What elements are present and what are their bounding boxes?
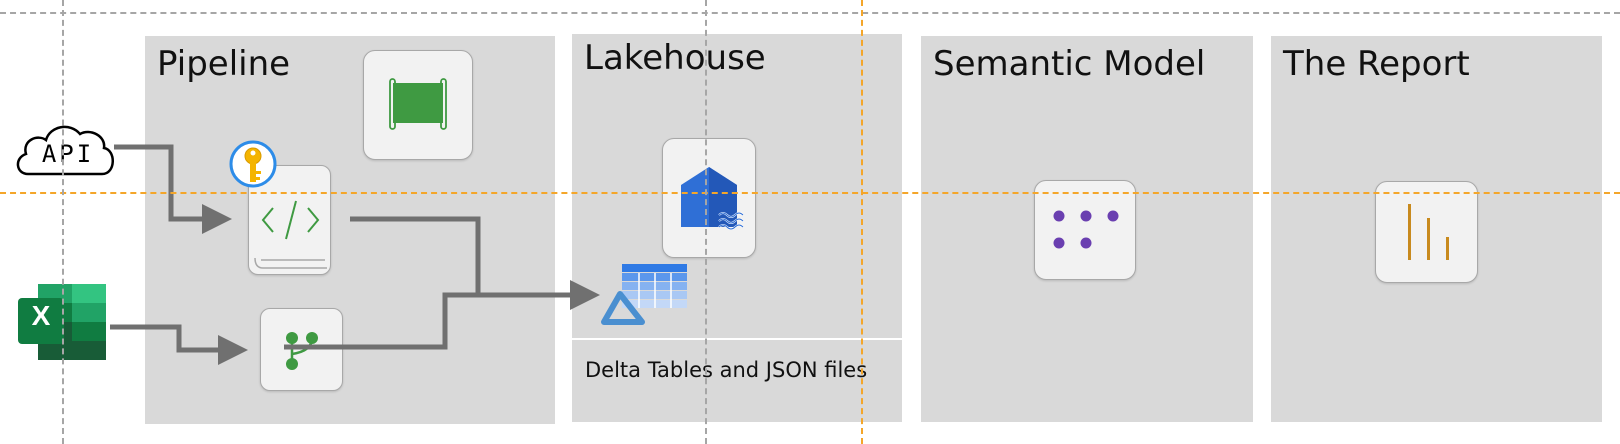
report-title: The Report: [1283, 44, 1470, 84]
semantic-model-icon: [1053, 210, 1119, 249]
lakehouse-caption: Delta Tables and JSON files: [585, 358, 868, 382]
pipeline-tile[interactable]: [363, 50, 473, 160]
report-tile[interactable]: [1375, 181, 1478, 283]
notebook-icon: [254, 200, 327, 269]
guide-line-top: [0, 12, 1620, 14]
api-label: API: [41, 140, 95, 168]
lakehouse-title: Lakehouse: [584, 38, 766, 78]
excel-source-icon: [18, 284, 106, 360]
excel-label: X: [31, 300, 51, 331]
guide-line-orange: [861, 0, 863, 444]
semantic-model-panel: Semantic Model: [921, 36, 1253, 422]
key-vault-icon: [229, 140, 277, 188]
delta-table-icon: [601, 264, 687, 325]
pipeline-icon: [389, 78, 447, 130]
guide-line-middle: [0, 192, 1620, 194]
lakehouse-icon: [681, 167, 744, 230]
dataflow-icon: [286, 332, 318, 370]
guide-line-left: [62, 0, 64, 444]
pipeline-title: Pipeline: [157, 44, 291, 84]
lakehouse-panel: Lakehouse: [572, 34, 902, 422]
semantic-model-title: Semantic Model: [933, 44, 1206, 84]
lakehouse-tile[interactable]: [662, 138, 756, 258]
semantic-model-tile[interactable]: [1034, 180, 1136, 280]
report-icon: [1408, 204, 1449, 260]
pipeline-panel: Pipeline: [145, 36, 555, 424]
lakehouse-caption-divider: [572, 338, 902, 340]
guide-line-center: [705, 0, 707, 444]
dataflow-tile[interactable]: [260, 308, 343, 391]
